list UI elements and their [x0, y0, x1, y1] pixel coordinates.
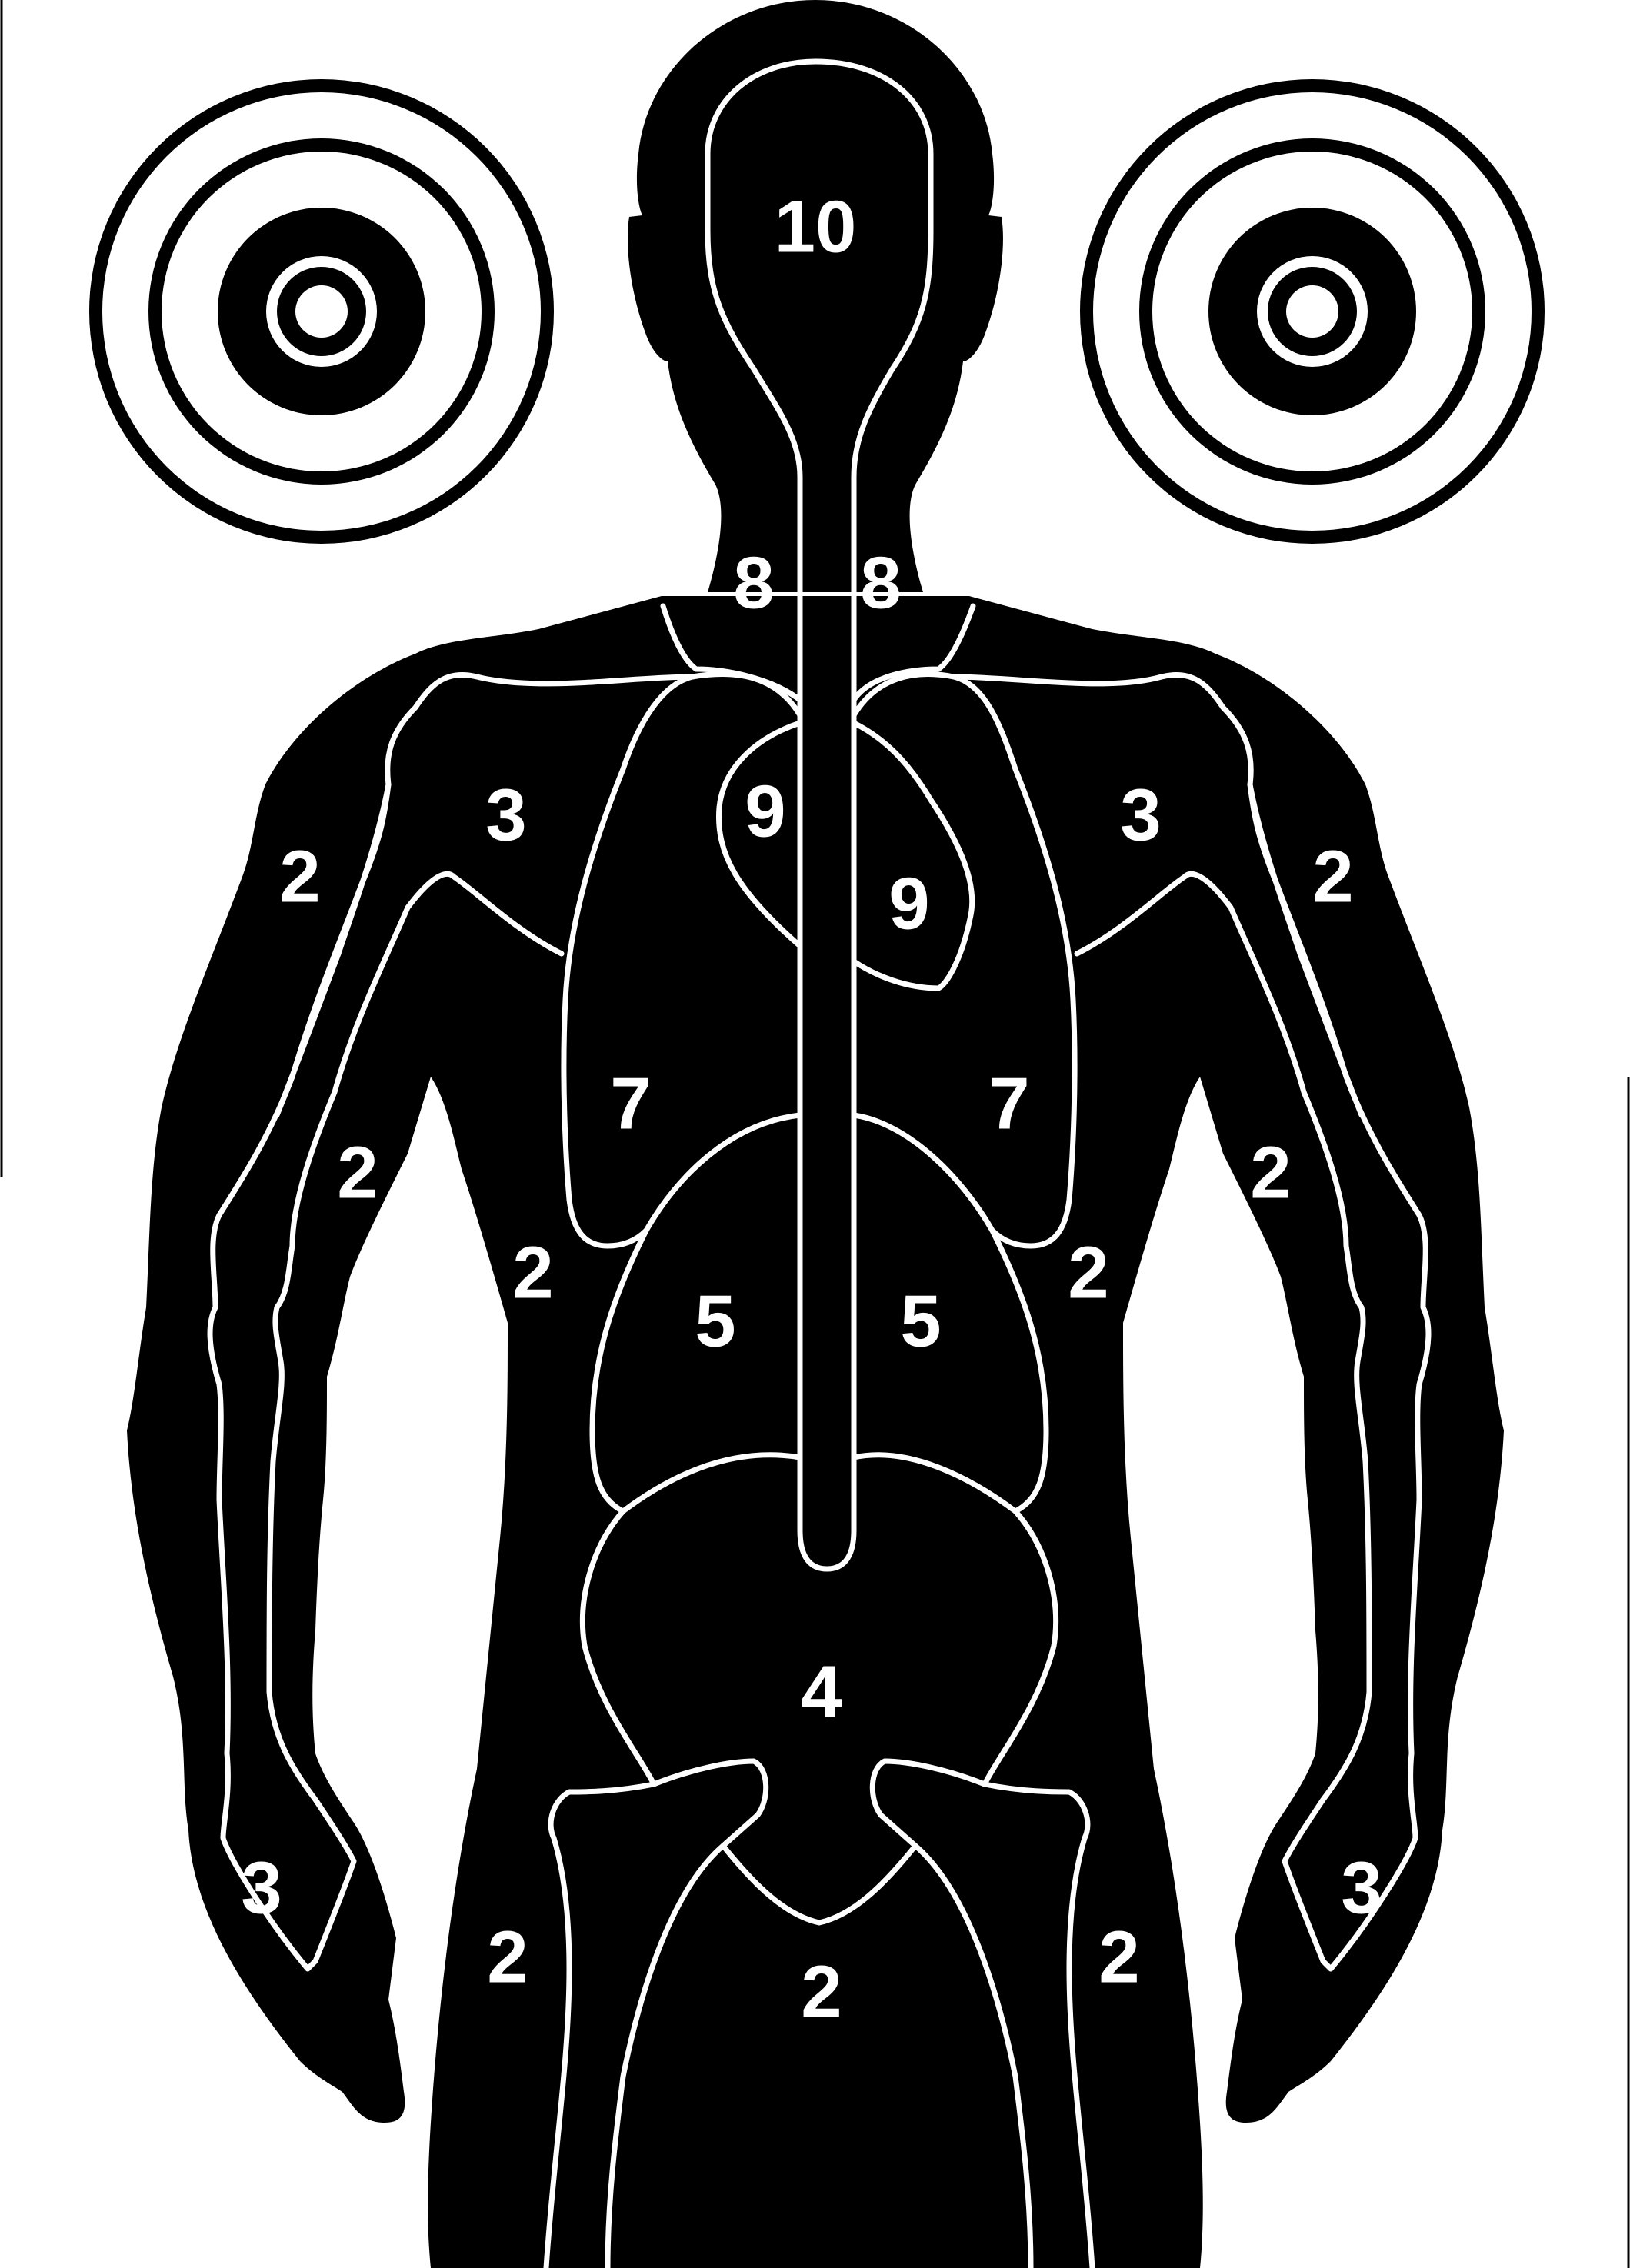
- human-silhouette: [127, 0, 1504, 2268]
- upper-arm-left-outline: [274, 781, 392, 1118]
- score-abdomen-right: 5: [900, 1281, 941, 1363]
- thigh-right-inner-outline: [912, 1843, 1034, 2268]
- thigh-right-outline: [982, 1781, 1095, 2268]
- neck-outline-right: [851, 603, 976, 703]
- score-groin: 2: [801, 1951, 842, 2033]
- score-neck-right: 8: [860, 542, 901, 624]
- score-torso-side-left: 2: [512, 1232, 553, 1314]
- upper-arm-right-outline: [1247, 781, 1365, 1118]
- score-pelvis: 4: [801, 1651, 842, 1733]
- right-bullseye: [1080, 79, 1545, 544]
- score-lung-right: 7: [988, 1063, 1029, 1145]
- left-bullseye: [89, 79, 554, 544]
- score-heart-left: 9: [745, 771, 785, 853]
- score-neck-left: 8: [733, 542, 774, 624]
- score-lung-left: 7: [610, 1063, 651, 1145]
- head-spine-outline: [705, 58, 934, 1572]
- heart-right-outline: [851, 720, 975, 991]
- score-forearm-right: 2: [1250, 1132, 1291, 1214]
- thigh-left-outline: [543, 1781, 657, 2268]
- score-labels: 10 8 8 9 9 3 3 2 2 7 7 2 2 2 2 5 5 4 3 3…: [241, 186, 1382, 2033]
- pelvis-outline: [580, 1508, 1058, 1926]
- zone-outlines: [207, 58, 1432, 2268]
- head-shape: [628, 0, 1003, 592]
- score-torso-side-right: 2: [1068, 1232, 1108, 1314]
- score-thigh-left: 2: [487, 1917, 528, 1999]
- score-hand-left: 3: [241, 1847, 282, 1930]
- score-abdomen-left: 5: [695, 1281, 735, 1363]
- score-head: 10: [775, 186, 857, 268]
- heart-left-outline: [715, 720, 803, 949]
- abdomen-left-outline: [589, 1227, 803, 1514]
- torso-shape: [127, 596, 1504, 2268]
- score-upper-arm-outer-left: 2: [279, 836, 320, 918]
- score-heart-right: 9: [888, 863, 929, 945]
- score-upper-arm-outer-right: 2: [1312, 836, 1353, 918]
- score-forearm-left: 2: [337, 1132, 378, 1214]
- abdomen-right-outline: [851, 1227, 1049, 1514]
- score-hand-right: 3: [1341, 1847, 1382, 1930]
- score-thigh-right: 2: [1098, 1917, 1139, 1999]
- thigh-left-inner-outline: [605, 1843, 726, 2268]
- score-shoulder-right: 3: [1120, 774, 1161, 857]
- score-shoulder-left: 3: [485, 774, 526, 857]
